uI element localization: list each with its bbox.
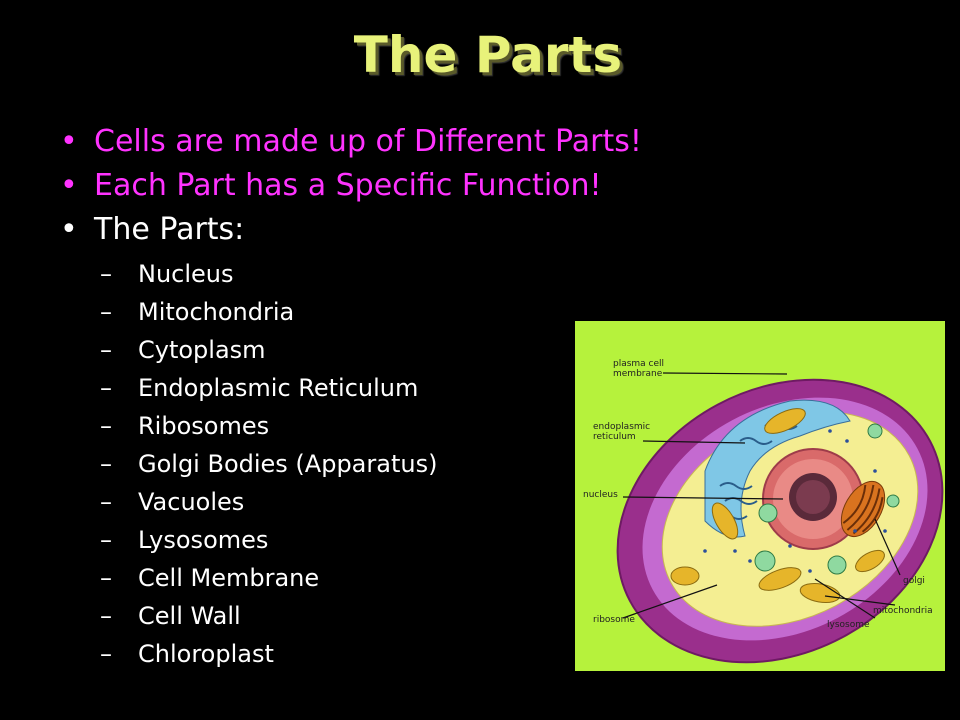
sub-marker: –	[100, 602, 112, 630]
animal-cell-diagram: plasma cell membrane endoplasmic reticul…	[575, 321, 945, 671]
bullet-text: The Parts:	[94, 212, 245, 247]
slide-title: The Parts	[353, 26, 623, 84]
ribosomes	[703, 429, 887, 573]
list-item: –Vacuoles	[100, 483, 437, 521]
label-mitochondria: mitochondria	[873, 606, 933, 616]
bullet-item: • The Parts:	[60, 212, 244, 248]
part-name: Cell Wall	[138, 602, 241, 630]
label-lysosome: lysosome	[827, 620, 870, 630]
sub-marker: –	[100, 450, 112, 478]
sub-marker: –	[100, 564, 112, 592]
sub-marker: –	[100, 412, 112, 440]
sub-marker: –	[100, 336, 112, 364]
bullet-text: Cells are made up of Different Parts!	[94, 124, 642, 159]
sub-marker: –	[100, 526, 112, 554]
list-item: –Cell Wall	[100, 597, 437, 635]
list-item: –Lysosomes	[100, 521, 437, 559]
sub-marker: –	[100, 374, 112, 402]
part-name: Nucleus	[138, 260, 234, 288]
list-item: –Golgi Bodies (Apparatus)	[100, 445, 437, 483]
part-name: Ribosomes	[138, 412, 270, 440]
label-golgi: golgi	[903, 576, 925, 586]
bullet-marker: •	[60, 168, 78, 203]
sub-marker: –	[100, 298, 112, 326]
part-name: Golgi Bodies (Apparatus)	[138, 450, 438, 478]
golgi	[840, 481, 886, 537]
parts-list: –Nucleus –Mitochondria –Cytoplasm –Endop…	[100, 255, 437, 673]
bullet-marker: •	[60, 212, 78, 247]
part-name: Chloroplast	[138, 640, 274, 668]
part-name: Vacuoles	[138, 488, 245, 516]
sub-marker: –	[100, 260, 112, 288]
pointer-lines	[622, 372, 901, 619]
list-item: –Chloroplast	[100, 635, 437, 673]
list-item: –Mitochondria	[100, 293, 437, 331]
bullet-item: • Each Part has a Specific Function!	[60, 168, 602, 204]
list-item: –Ribosomes	[100, 407, 437, 445]
part-name: Cell Membrane	[138, 564, 320, 592]
endoplasmic-reticulum	[704, 399, 851, 538]
label-er: endoplasmic	[593, 422, 650, 432]
list-item: –Endoplasmic Reticulum	[100, 369, 437, 407]
label-ribosome: ribosome	[593, 615, 635, 625]
list-item: –Cytoplasm	[100, 331, 437, 369]
label-plasma-membrane: plasma cell	[613, 359, 664, 369]
part-name: Mitochondria	[138, 298, 295, 326]
label-er-2: reticulum	[593, 432, 636, 442]
label-plasma-membrane-2: membrane	[613, 369, 663, 379]
part-name: Lysosomes	[138, 526, 269, 554]
bullet-text: Each Part has a Specific Function!	[94, 168, 602, 203]
list-item: –Cell Membrane	[100, 559, 437, 597]
sub-marker: –	[100, 640, 112, 668]
part-name: Endoplasmic Reticulum	[138, 374, 419, 402]
chromatin	[796, 480, 830, 514]
vesicles-group	[754, 423, 900, 575]
bullet-marker: •	[60, 124, 78, 159]
list-item: –Nucleus	[100, 255, 437, 293]
bullet-item: • Cells are made up of Different Parts!	[60, 124, 642, 160]
part-name: Cytoplasm	[138, 336, 266, 364]
label-nucleus: nucleus	[583, 490, 618, 500]
sub-marker: –	[100, 488, 112, 516]
